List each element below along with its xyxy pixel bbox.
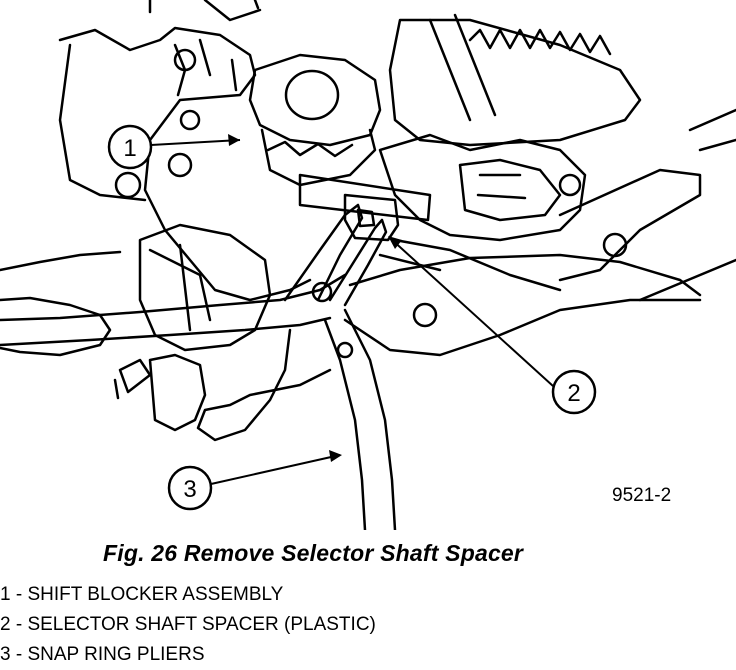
detent-slots — [458, 158, 562, 222]
selector-shaft-spacer — [343, 193, 400, 242]
case-boss — [148, 353, 207, 432]
figure-caption: Fig. 26 Remove Selector Shaft Spacer — [103, 540, 524, 566]
callout-1: 1 — [107, 124, 241, 170]
cover-bolt-center — [412, 302, 438, 328]
legend-item-2: 2 - SELECTOR SHAFT SPACER (PLASTIC) — [0, 614, 376, 635]
shift-blocker-spring — [266, 140, 354, 158]
selector-shaft — [298, 173, 432, 222]
pliers-jaw-right — [328, 218, 388, 307]
callout-2: 2 — [388, 236, 597, 415]
callout-3-arrowhead — [329, 450, 342, 462]
cross-link — [378, 238, 562, 292]
mechanic-thumb — [0, 250, 122, 272]
callout-2-arrowhead — [388, 236, 402, 249]
callout-3-circle — [167, 465, 213, 511]
cover-bolt-right — [602, 232, 628, 258]
shift-blocker-assembly — [248, 53, 382, 147]
callout-1-leader — [150, 139, 241, 146]
case-left-wall — [58, 43, 147, 202]
cover-bolt-upper-right — [558, 173, 582, 197]
case-bolt-lower — [167, 152, 193, 178]
cross-link-pin — [336, 341, 354, 359]
case-bolt-mid — [179, 109, 201, 131]
case-lower-detail — [148, 243, 212, 332]
case-bolt-left — [114, 171, 142, 199]
callout-2-leader — [389, 237, 554, 387]
case-lower-body — [138, 223, 272, 352]
pliers-upper-handle — [0, 273, 347, 322]
return-spring — [468, 28, 612, 56]
case-bolt-upper — [173, 48, 197, 72]
mechanic-hand — [0, 296, 112, 357]
callout-1-arrowhead — [228, 134, 240, 146]
cover-bar-upper-edge — [348, 253, 702, 297]
figure-code: 9521-2 — [612, 485, 671, 506]
pliers-spring — [196, 328, 332, 442]
pliers-upper-handle-edge — [0, 316, 332, 347]
legend-item-1: 1 - SHIFT BLOCKER ASSEMBLY — [0, 584, 284, 605]
pliers-pivot — [311, 281, 333, 303]
right-bracket-bar — [558, 168, 702, 282]
shift-blocker-cap — [284, 69, 340, 121]
callout-3-number: 3 — [183, 476, 196, 503]
right-bracket-edge — [638, 108, 736, 302]
case-inner-ribs — [173, 38, 238, 97]
housing-top-edge — [148, 0, 262, 22]
cover-bar-lower-edge — [343, 298, 702, 357]
pliers-lower-handle-edge — [343, 308, 397, 530]
callout-2-number: 2 — [567, 380, 580, 407]
legend-item-3: 3 - SNAP RING PLIERS — [0, 644, 205, 665]
assembly-illustration: 1 2 3 9521-2 — [0, 0, 736, 530]
housing-shaft — [428, 13, 497, 122]
case-stud — [113, 358, 152, 400]
pliers-lower-handle — [323, 318, 367, 530]
callout-1-circle — [107, 124, 153, 170]
callout-2-circle — [551, 369, 597, 415]
callout-3: 3 — [167, 450, 342, 511]
callout-1-number: 1 — [123, 135, 136, 162]
transmission-case — [58, 26, 312, 302]
legend-list: 1 - SHIFT BLOCKER ASSEMBLY 2 - SELECTOR … — [0, 580, 376, 670]
pliers-jaw-left — [283, 203, 364, 302]
callout-3-leader — [210, 454, 341, 485]
